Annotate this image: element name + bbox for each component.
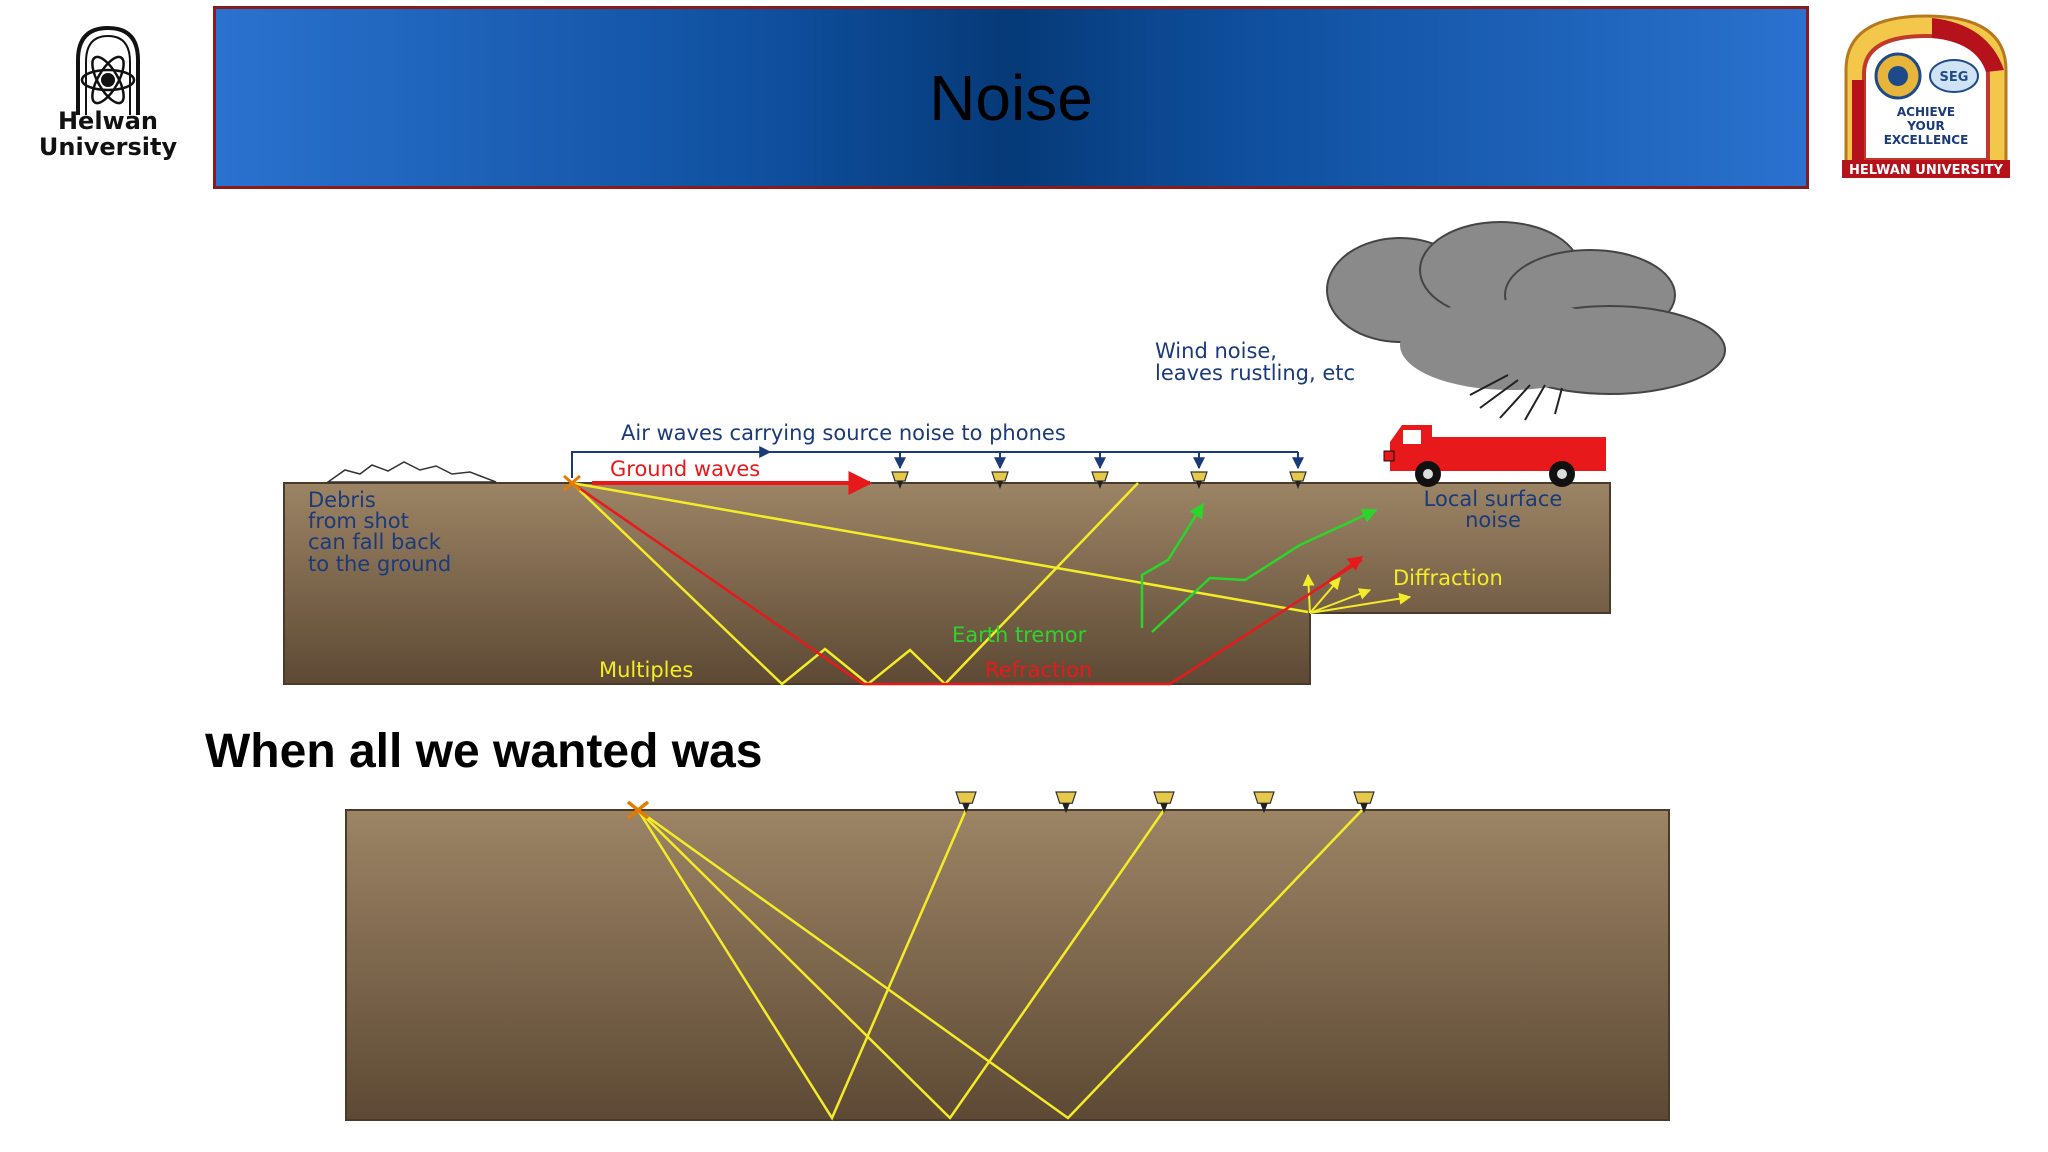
wind-label-1: Wind noise, bbox=[1155, 339, 1277, 363]
geophone-icon bbox=[1253, 791, 1275, 814]
multiples-label: Multiples bbox=[599, 658, 693, 682]
university-logo-icon bbox=[76, 25, 140, 115]
yellow-rays-bottom bbox=[636, 808, 1363, 1121]
geophone-icon bbox=[1091, 471, 1109, 489]
subtitle: When all we wanted was bbox=[205, 725, 763, 778]
motto-line-3: EXCELLENCE bbox=[1884, 133, 1969, 147]
seg-badge-text: SEG bbox=[1940, 70, 1969, 85]
truck-icon bbox=[1383, 425, 1606, 487]
motto-line-2: YOUR bbox=[1906, 119, 1944, 133]
debris-label-4: to the ground bbox=[308, 552, 451, 576]
red-refraction bbox=[571, 481, 1363, 686]
air-waves-bracket bbox=[571, 446, 1304, 478]
helwan-logo: Helwan University bbox=[28, 20, 188, 170]
debris-label-1: Debris bbox=[308, 488, 376, 512]
tremor-label: Earth tremor bbox=[952, 623, 1087, 647]
geophones-bottom bbox=[955, 791, 1375, 814]
debris-pile bbox=[325, 461, 497, 483]
logo-band-text: HELWAN UNIVERSITY bbox=[1849, 163, 2004, 178]
shot-point-icon bbox=[563, 474, 581, 492]
geophone-icon bbox=[1153, 791, 1175, 814]
green-tremor bbox=[1140, 502, 1378, 633]
ground-waves-label: Ground waves bbox=[610, 457, 760, 481]
title-banner: Noise bbox=[213, 6, 1809, 189]
wind-label-2: leaves rustling, etc bbox=[1155, 361, 1355, 385]
logo-text-university: University bbox=[38, 133, 178, 161]
motto-line-1: ACHIEVE bbox=[1897, 105, 1955, 119]
debris-label-2: from shot bbox=[308, 509, 409, 533]
red-refraction-arrow bbox=[1329, 555, 1364, 582]
debris-label-3: can fall back bbox=[308, 530, 442, 554]
geophone-icon bbox=[1353, 791, 1375, 814]
bottom-earth-block bbox=[345, 809, 1670, 1121]
geophone-icon bbox=[955, 791, 977, 814]
geophone-icon bbox=[991, 471, 1009, 489]
logo-text-helwan: Helwan bbox=[57, 107, 159, 135]
local-noise-label-2: noise bbox=[1465, 508, 1521, 532]
slide-title: Noise bbox=[929, 61, 1093, 134]
refraction-label: Refraction bbox=[985, 658, 1092, 682]
geophone-icon bbox=[891, 471, 909, 489]
diffraction-fan bbox=[1302, 573, 1412, 614]
wind-lines bbox=[1469, 374, 1563, 421]
cloud-icon bbox=[1326, 221, 1726, 395]
geophone-icon bbox=[1055, 791, 1077, 814]
diffraction-label: Diffraction bbox=[1393, 566, 1503, 590]
local-noise-label-1: Local surface bbox=[1424, 487, 1563, 511]
air-waves-label: Air waves carrying source noise to phone… bbox=[621, 421, 1066, 445]
geophone-icon bbox=[1289, 471, 1307, 489]
geophone-icon bbox=[1190, 471, 1208, 489]
seg-aapg-logo-icon: SEG ACHIEVE YOUR EXCELLENCE HELWAN UNIVE… bbox=[1842, 14, 2010, 178]
geophones-top bbox=[891, 471, 1307, 489]
shot-point-bottom-icon bbox=[626, 800, 650, 820]
seg-aapg-logo: SEG ACHIEVE YOUR EXCELLENCE HELWAN UNIVE… bbox=[1838, 10, 2014, 180]
